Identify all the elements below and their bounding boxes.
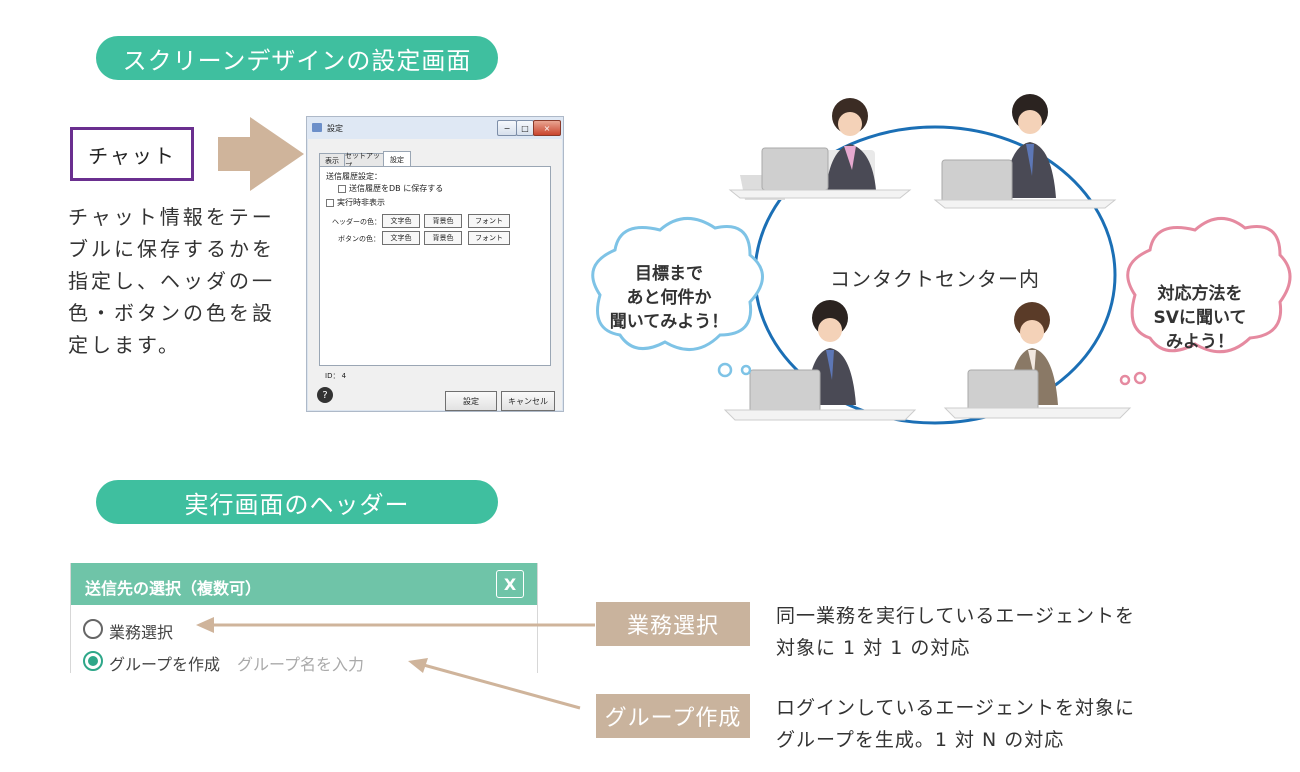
tab-settings[interactable]: 設定 <box>383 151 411 167</box>
group-create-tag: グループ作成 <box>596 694 750 738</box>
id-label: ID： 4 <box>325 372 347 380</box>
button-color-label: ボタンの色： <box>338 235 380 243</box>
contact-center-illustration <box>591 94 1292 425</box>
radio-group-label: グループを作成 <box>109 655 221 673</box>
header-text-color-button[interactable]: 文字色 <box>382 214 420 228</box>
left-speech-bubble <box>591 217 764 352</box>
left-bubble-text: 目標まで あと何件か 聞いてみよう！ <box>609 264 729 332</box>
ok-button[interactable]: 設定 <box>445 391 497 411</box>
button-bg-color-button[interactable]: 背景色 <box>424 231 462 245</box>
radio-business[interactable] <box>83 619 103 639</box>
save-history-option[interactable]: 送信履歴をDB に保存する <box>338 183 443 194</box>
tab-setup[interactable]: セットアップ <box>344 152 384 170</box>
show-time-checkbox[interactable] <box>326 198 334 207</box>
chat-description: チャット情報をテー ブルに保存するかを 指定し、ヘッダの一 色・ボタンの色を設 … <box>68 205 275 357</box>
right-speech-bubble <box>1126 217 1292 354</box>
agent-top-right <box>933 94 1117 209</box>
header-title: 送信先の選択（複数可） <box>85 579 262 598</box>
radio-business-label: 業務選択 <box>109 623 174 642</box>
close-button[interactable]: X <box>496 570 524 598</box>
app-icon <box>312 123 322 132</box>
header-bar: 送信先の選択（複数可） X <box>71 563 537 605</box>
minimize-button[interactable]: − <box>497 120 517 136</box>
agent-bottom-right <box>943 302 1132 419</box>
button-text-color-button[interactable]: 文字色 <box>382 231 420 245</box>
agent-bottom-left <box>723 300 917 421</box>
group-name-input[interactable]: グループ名を入力 <box>237 655 365 673</box>
close-button[interactable]: × <box>533 120 561 136</box>
group-create-description: ログインしているエージェントを対象に グループを生成。1 対 N の対応 <box>776 697 1136 751</box>
settings-panel: 送信履歴設定： 送信履歴をDB に保存する 実行時非表示 ヘッダーの色： 文字色… <box>319 166 551 366</box>
show-time-option[interactable]: 実行時非表示 <box>326 197 385 208</box>
history-heading: 送信履歴設定： <box>326 172 382 181</box>
section-title-runtime-header: 実行画面のヘッダー <box>96 480 498 524</box>
header-font-button[interactable]: フォント <box>468 214 510 228</box>
pointer-arrows <box>196 617 595 710</box>
cancel-button[interactable]: キャンセル <box>501 391 555 411</box>
contact-center-label: コンタクトセンター内 <box>830 267 1040 291</box>
radio-group[interactable] <box>83 651 103 671</box>
header-color-label: ヘッダーの色： <box>332 218 381 226</box>
help-icon[interactable]: ? <box>317 387 333 403</box>
maximize-button[interactable]: □ <box>516 120 534 136</box>
chat-label-box: チャット <box>70 127 194 181</box>
save-history-checkbox[interactable] <box>338 184 346 193</box>
right-arrow-icon <box>218 117 304 191</box>
business-select-tag: 業務選択 <box>596 602 750 646</box>
header-bg-color-button[interactable]: 背景色 <box>424 214 462 228</box>
recipient-selection-header: 送信先の選択（複数可） X 業務選択 グループを作成 グループ名を入力 <box>70 563 538 673</box>
dialog-title: 設定 <box>327 124 343 133</box>
tab-display[interactable]: 表示 <box>319 153 345 167</box>
right-bubble-text: 対応方法を SVに聞いて みよう！ <box>1153 284 1247 352</box>
business-select-description: 同一業務を実行しているエージェントを 対象に 1 対 1 の対応 <box>776 605 1136 659</box>
agent-top-left <box>728 98 912 200</box>
settings-dialog: 設定 − □ × 表示 セットアップ 設定 送信履歴設定： 送信履歴をDB に保… <box>306 116 564 412</box>
section-title-screen-design: スクリーンデザインの設定画面 <box>96 36 498 80</box>
dialog-titlebar: 設定 − □ × <box>307 117 563 139</box>
button-font-button[interactable]: フォント <box>468 231 510 245</box>
